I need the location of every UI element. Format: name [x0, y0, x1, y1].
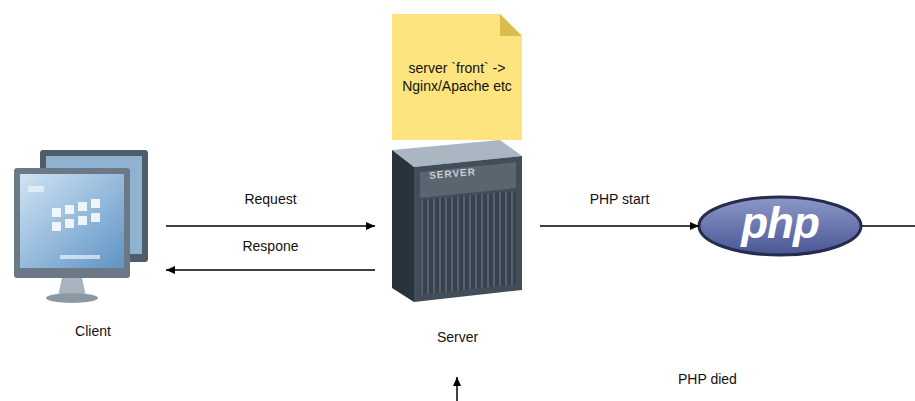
- note-fold: [500, 14, 522, 36]
- note-paper: [392, 14, 522, 140]
- node-label: Server: [437, 328, 478, 346]
- edge-label: PHP start: [588, 191, 652, 207]
- logo-text: php: [741, 201, 819, 245]
- node-label: server `front` -> Nginx/Apache etc: [400, 59, 514, 95]
- note-label: PHP died: [676, 371, 739, 387]
- arrow-connector: [166, 269, 375, 271]
- node-label: Client: [75, 322, 111, 340]
- edge-label: Respone: [240, 238, 300, 254]
- edge-label: Request: [242, 191, 298, 207]
- client-icon: [14, 150, 148, 303]
- note-box: server `front` -> Nginx/Apache etc: [392, 14, 522, 140]
- arrow-connector: [166, 225, 375, 227]
- php-node: php: [699, 197, 861, 255]
- return-arrow: [456, 377, 458, 401]
- php-exit-line: [862, 225, 915, 227]
- arrow-connector: [540, 225, 699, 227]
- server-icon: [392, 140, 522, 302]
- php-ellipse: [699, 197, 861, 255]
- client-node: Client: [20, 145, 166, 340]
